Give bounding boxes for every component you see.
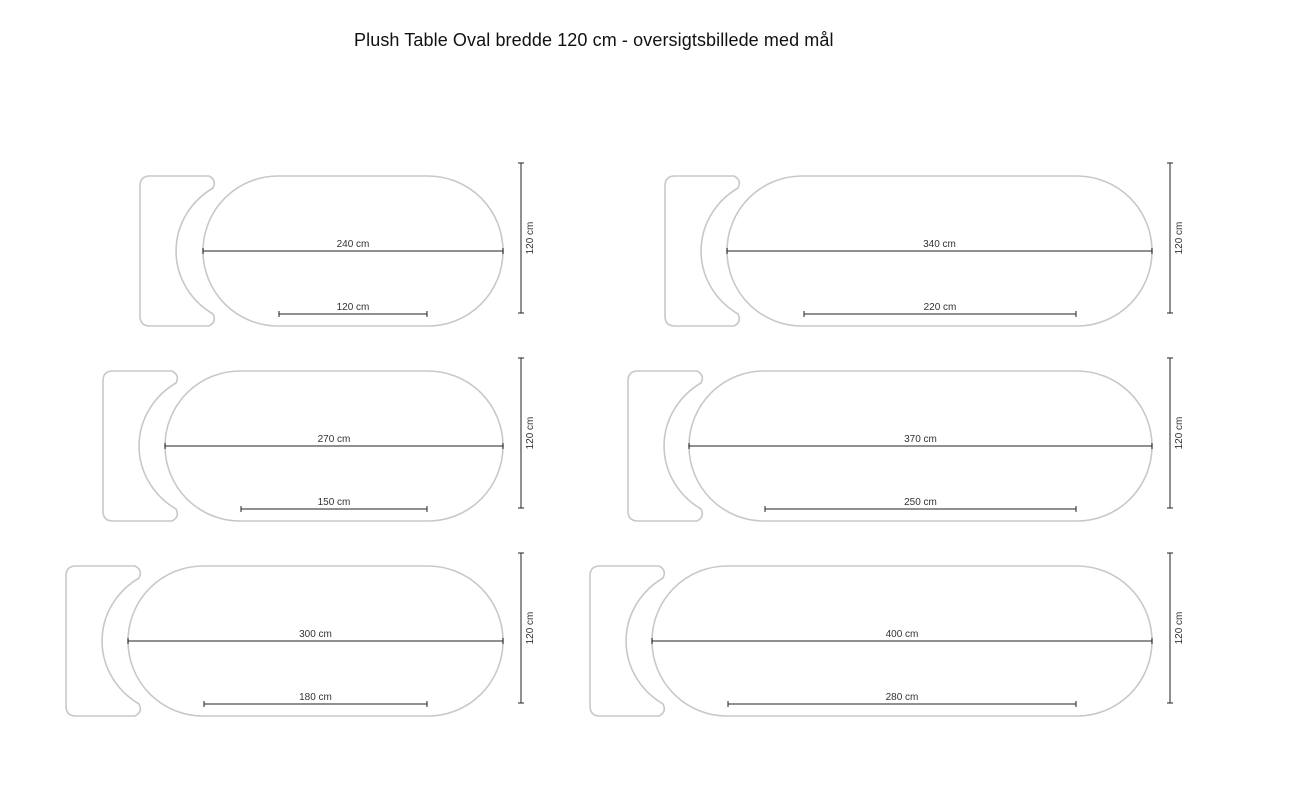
- extension-leaf-outline: [65, 565, 142, 717]
- inner-length-label: 280 cm: [886, 692, 919, 703]
- width-label: 120 cm: [525, 417, 536, 450]
- width-label: 120 cm: [525, 612, 536, 645]
- table-240: 240 cm 120 cm 120 cm: [139, 162, 536, 327]
- extension-leaf-outline: [627, 370, 704, 522]
- table-340: 340 cm 220 cm 120 cm: [664, 162, 1185, 327]
- table-370: 370 cm 250 cm 120 cm: [627, 357, 1185, 522]
- total-length-label: 370 cm: [904, 434, 937, 445]
- total-length-label: 340 cm: [923, 239, 956, 250]
- inner-length-label: 250 cm: [904, 497, 937, 508]
- table-300: 300 cm 180 cm 120 cm: [65, 552, 536, 717]
- extension-leaf-outline: [664, 175, 741, 327]
- inner-length-label: 220 cm: [924, 302, 957, 313]
- width-label: 120 cm: [525, 222, 536, 255]
- inner-length-label: 150 cm: [318, 497, 351, 508]
- extension-leaf-outline: [139, 175, 216, 327]
- inner-length-label: 120 cm: [337, 302, 370, 313]
- total-length-label: 270 cm: [318, 434, 351, 445]
- total-length-label: 300 cm: [299, 629, 332, 640]
- table-400: 400 cm 280 cm 120 cm: [589, 552, 1185, 717]
- inner-length-label: 180 cm: [299, 692, 332, 703]
- total-length-label: 400 cm: [886, 629, 919, 640]
- width-label: 120 cm: [1174, 417, 1185, 450]
- width-label: 120 cm: [1174, 222, 1185, 255]
- table-270: 270 cm 150 cm 120 cm: [102, 357, 536, 522]
- page-title: Plush Table Oval bredde 120 cm - oversig…: [354, 30, 834, 50]
- extension-leaf-outline: [102, 370, 179, 522]
- total-length-label: 240 cm: [337, 239, 370, 250]
- extension-leaf-outline: [589, 565, 666, 717]
- width-label: 120 cm: [1174, 612, 1185, 645]
